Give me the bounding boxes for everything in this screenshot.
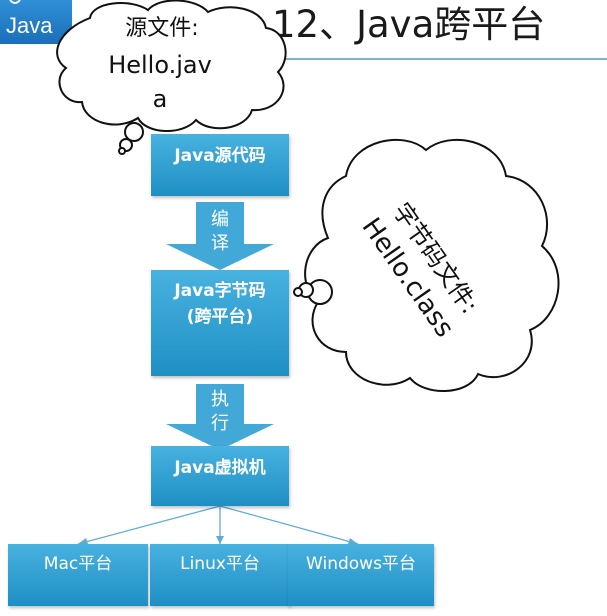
java-source-code-box: Java源代码: [151, 134, 289, 196]
execute-char-2: 行: [211, 413, 229, 434]
slide-title: 12、Java跨平台: [272, 3, 546, 46]
title-divider: [272, 58, 607, 60]
java-virtual-machine-label: Java虚拟机: [174, 458, 266, 478]
cross-platform-label: (跨平台): [186, 307, 254, 327]
logo-text: Java: [6, 13, 53, 38]
source-file-name: Hello.jav a: [80, 48, 240, 116]
source-file-name-line-1: Hello.jav: [108, 51, 212, 79]
mac-platform-label: Mac平台: [43, 554, 113, 574]
execute-arrow-icon: [166, 384, 274, 450]
java-virtual-machine-box: Java虚拟机: [151, 446, 289, 506]
java-cup-icon: [9, 0, 21, 4]
execute-char-1: 执: [211, 389, 229, 410]
windows-platform-label: Windows平台: [306, 554, 416, 574]
java-bytecode-label: Java字节码: [174, 281, 266, 301]
compile-arrow-icon: [166, 202, 274, 270]
source-file-label: 源文件:: [92, 14, 232, 44]
platform-connectors: [77, 505, 359, 545]
compile-char-2: 译: [211, 233, 229, 254]
java-logo: Java: [0, 0, 72, 44]
java-bytecode-box: Java字节码 (跨平台): [151, 270, 289, 376]
compile-char-1: 编: [211, 209, 229, 230]
bytecode-file-callout: 字节码文件: Hello.class: [328, 154, 516, 381]
linux-platform-label: Linux平台: [180, 554, 260, 574]
windows-platform-box: Windows平台: [288, 544, 434, 606]
linux-platform-box: Linux平台: [150, 544, 290, 606]
execute-label: 执 行: [205, 388, 235, 436]
source-file-title: 源文件:: [125, 16, 199, 41]
mac-platform-box: Mac平台: [8, 544, 148, 606]
source-file-name-line-2: a: [152, 85, 168, 113]
compile-label: 编 译: [205, 208, 235, 256]
java-source-code-label: Java源代码: [174, 146, 266, 166]
